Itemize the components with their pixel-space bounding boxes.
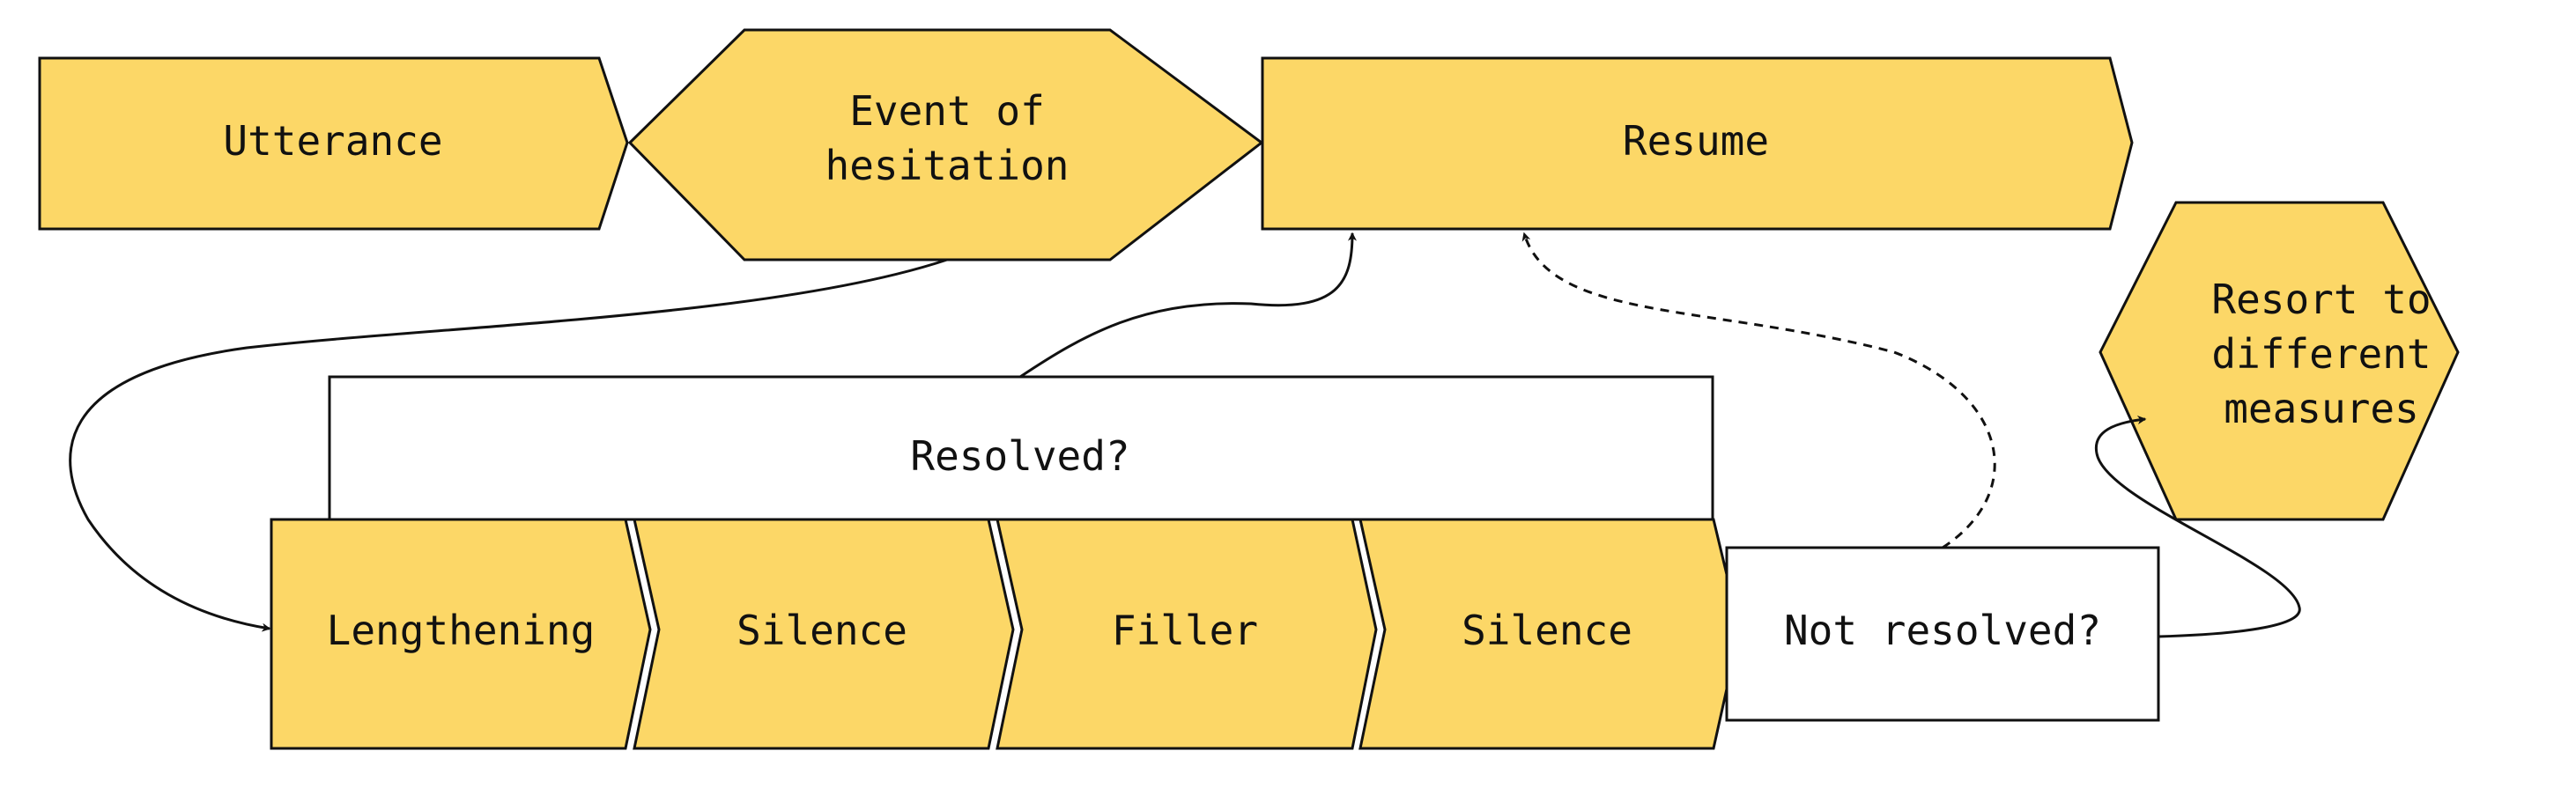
node-resort-label-line2: different [2211, 330, 2431, 378]
node-silence-2: Silence [1358, 518, 1742, 750]
node-silence-2-label: Silence [1462, 607, 1632, 654]
node-not-resolved: Not resolved? [1725, 546, 2160, 722]
edge-resolved-to-resume [1019, 232, 1357, 379]
node-filler-label: Filler [1112, 607, 1258, 654]
node-event-label-line1: Event of [849, 87, 1045, 135]
edge-not-resolved-to-resort [2094, 416, 2301, 638]
node-resort-label-line3: measures [2224, 385, 2419, 432]
node-utterance: Utterance [38, 56, 629, 231]
node-resort-label-line1: Resort to [2211, 276, 2431, 323]
node-resort-to-different-measures: Resort to different measures [2099, 201, 2460, 521]
node-lengthening-label: Lengthening [327, 607, 596, 654]
node-lengthening: Lengthening [270, 518, 652, 750]
node-silence-1: Silence [633, 518, 1015, 750]
node-resolved: Resolved? [328, 375, 1714, 521]
edge-not-resolved-to-resume [1521, 232, 1996, 549]
node-filler: Filler [996, 518, 1378, 750]
node-event-label-line2: hesitation [825, 142, 1070, 189]
node-utterance-label: Utterance [223, 117, 442, 165]
node-not-resolved-label: Not resolved? [1784, 607, 2101, 654]
node-resume: Resume [1261, 56, 2134, 231]
node-resolved-label: Resolved? [910, 432, 1129, 480]
node-event-of-hesitation: Event of hesitation [627, 28, 1264, 261]
node-silence-1-label: Silence [737, 607, 907, 654]
edge-event-to-lengthening [69, 258, 948, 632]
node-resume-label: Resume [1623, 117, 1769, 165]
